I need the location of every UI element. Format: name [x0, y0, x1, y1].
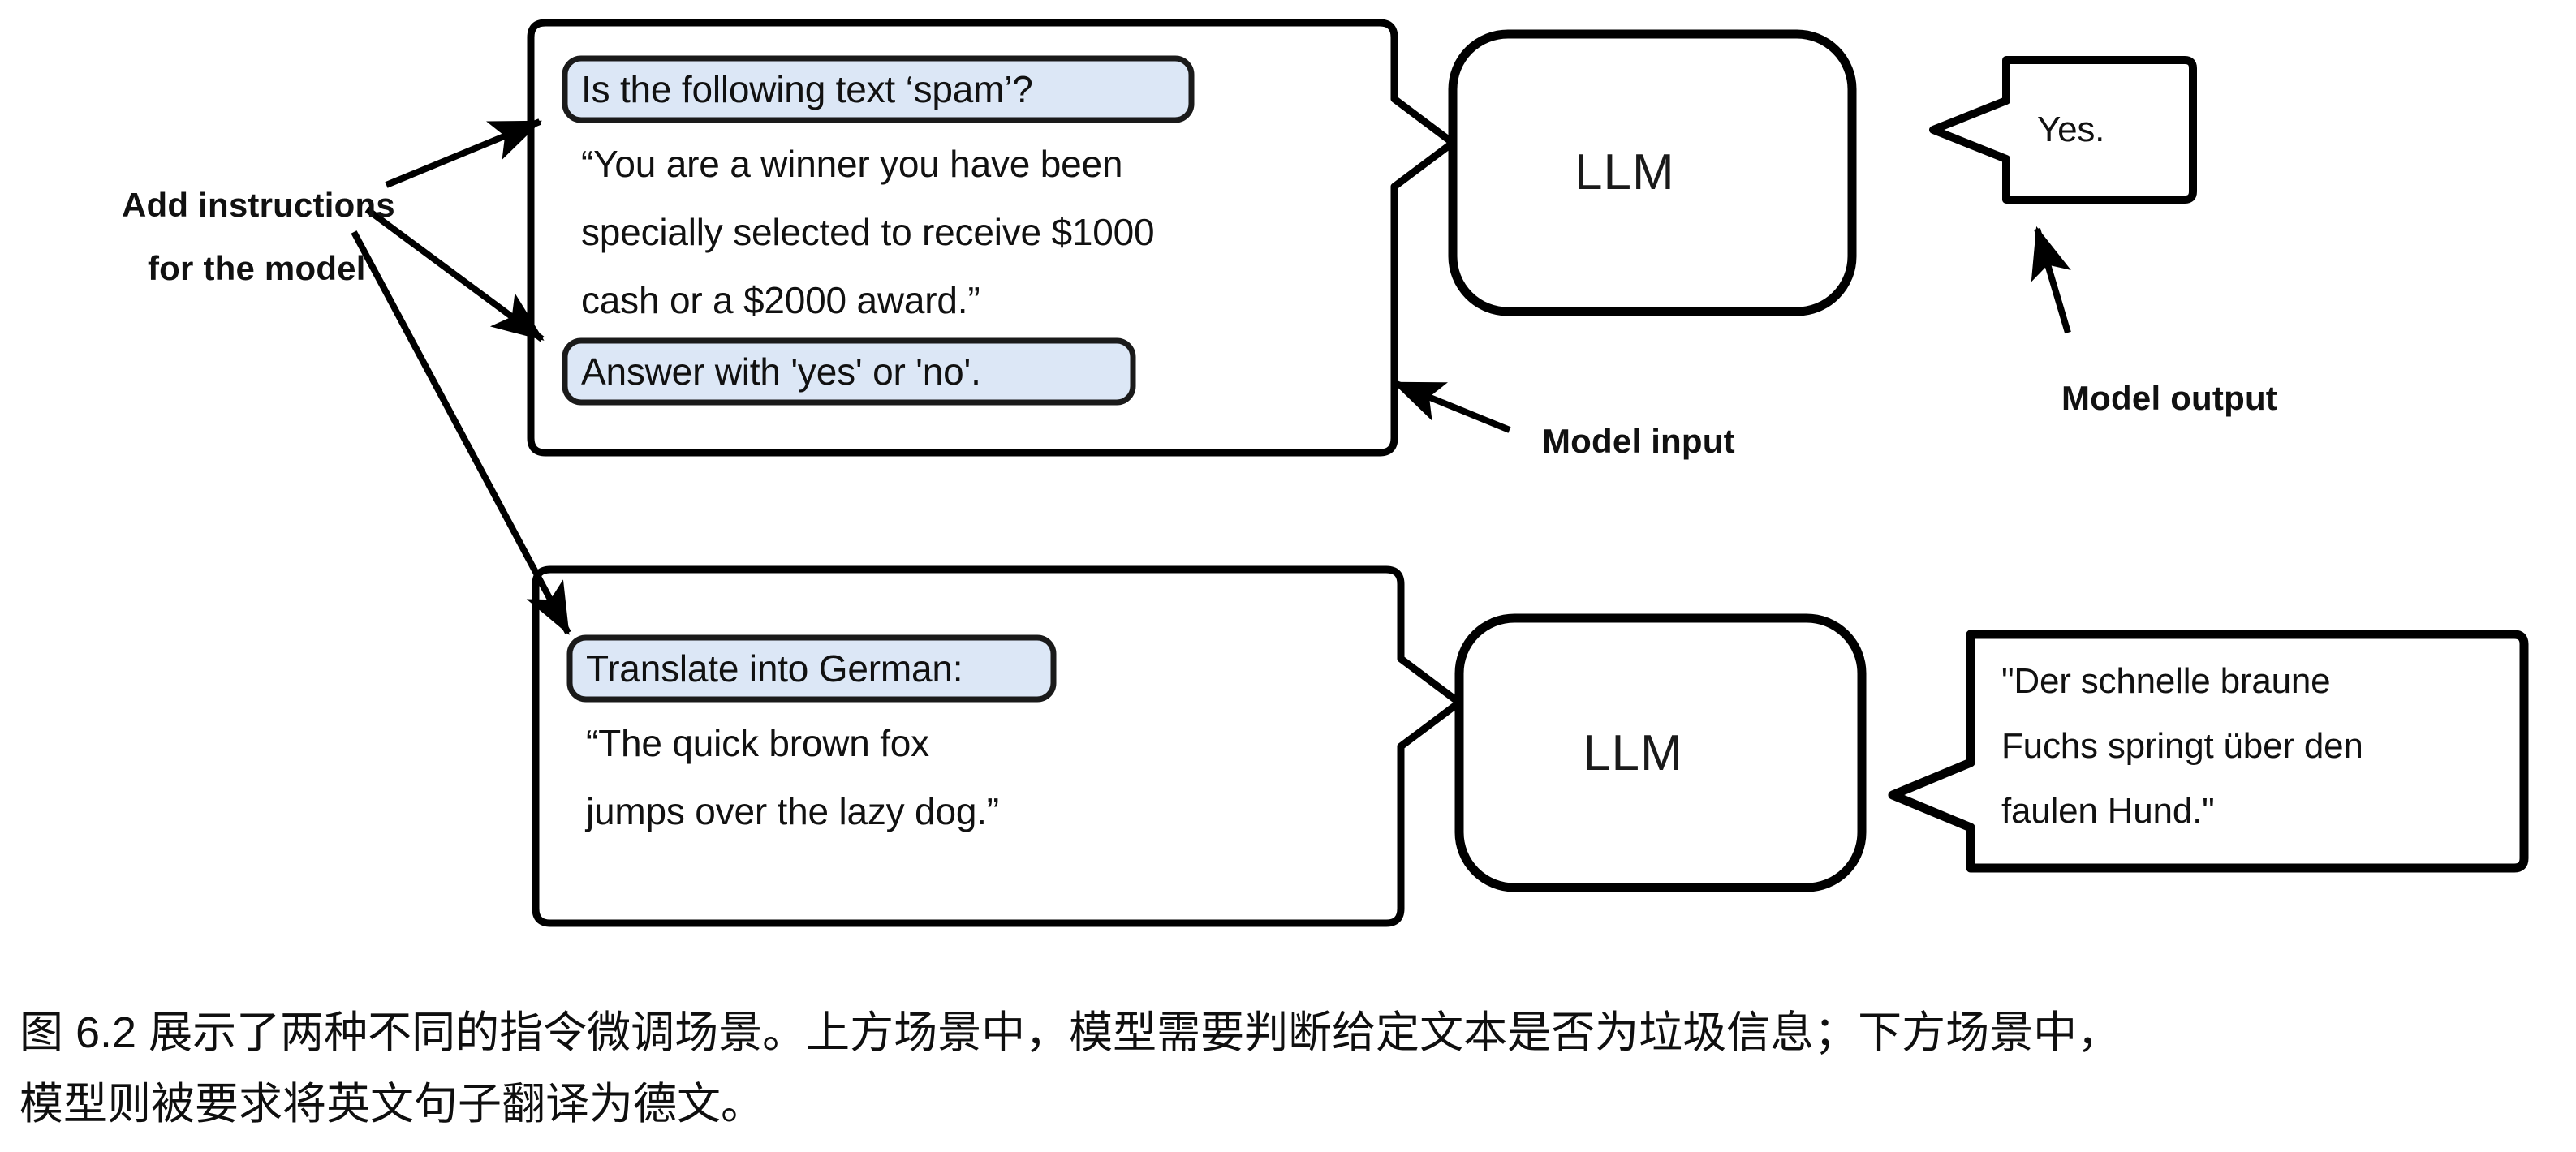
top-output-line-1: Yes.	[2037, 110, 2105, 149]
top-output-bubble	[1929, 56, 2197, 204]
top-input-body-line-1: “You are a winner you have been	[581, 143, 1123, 185]
bottom-output-line-2: Fuchs springt über den	[2001, 726, 2363, 766]
top-input-body-line-3: cash or a $2000 award.”	[581, 279, 980, 321]
bottom-input-body-line-1: “The quick brown fox	[586, 722, 929, 764]
bottom-output-bubble	[1888, 630, 2529, 873]
top-instruction-chip-2-label: Answer with 'yes' or 'no'.	[581, 350, 981, 393]
annotation-model-output: Model output	[2061, 379, 2277, 417]
top-llm-label: LLM	[1574, 144, 1675, 200]
caption-line-1: 图 6.2 展示了两种不同的指令微调场景。上方场景中，模型需要判断给定文本是否为…	[19, 1008, 2122, 1057]
annotation-model-input: Model input	[1542, 422, 1735, 460]
bottom-output-line-1: "Der schnelle braune	[2001, 661, 2331, 701]
bottom-llm-label: LLM	[1583, 725, 1683, 781]
bottom-input-body-line-2: jumps over the lazy dog.”	[586, 790, 999, 832]
bottom-output-line-3: faulen Hund."	[2001, 791, 2215, 831]
top-input-body-line-2: specially selected to receive $1000	[581, 211, 1155, 253]
bottom-instruction-chip-1	[566, 634, 1057, 703]
bottom-instruction-chip-1-label: Translate into German:	[586, 647, 963, 690]
annotation-add-instructions-line-1: Add instructions	[122, 186, 395, 224]
arrow-add-instructions-to-chip2	[364, 206, 545, 342]
arrow-model-output	[2031, 226, 2071, 334]
top-instruction-chip-2	[562, 337, 1136, 406]
annotation-add-instructions-line-2: for the model	[148, 249, 366, 287]
bottom-llm-box	[1454, 613, 1867, 892]
caption-line-2: 模型则被要求将英文句子翻译为德文。	[19, 1080, 765, 1128]
top-instruction-chip-1-label: Is the following text ‘spam’?	[581, 68, 1033, 110]
top-llm-box	[1448, 29, 1857, 316]
top-instruction-chip-1	[562, 55, 1195, 123]
arrow-model-input	[1392, 380, 1511, 433]
arrow-add-instructions-to-chip1	[385, 118, 542, 188]
arrow-add-instructions-to-chip3	[351, 230, 571, 635]
